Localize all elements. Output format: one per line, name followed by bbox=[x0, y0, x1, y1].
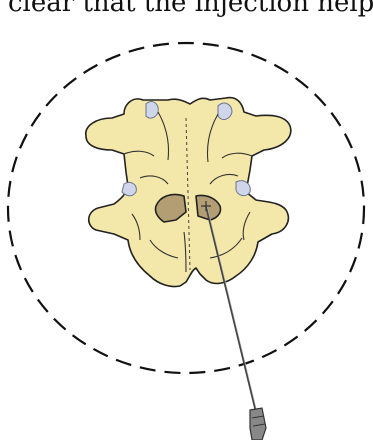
facet-lower-left bbox=[122, 182, 136, 195]
facet-upper-left bbox=[146, 102, 158, 119]
facet-upper-right bbox=[218, 103, 232, 119]
